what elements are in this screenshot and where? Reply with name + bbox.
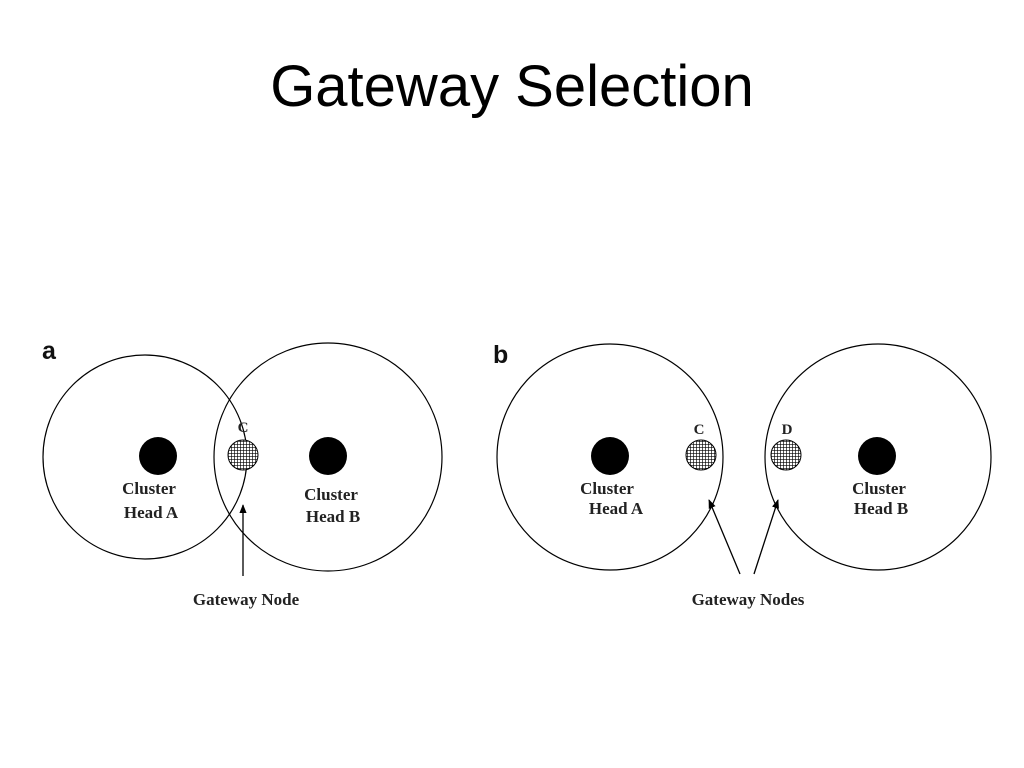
cluster-head-b-node bbox=[309, 437, 347, 475]
panel-a: a C Cluster Head A Cluster Head B Gatewa… bbox=[42, 337, 443, 609]
gateway-c-letter: C bbox=[238, 420, 249, 436]
gateway-c-arrow bbox=[708, 499, 741, 575]
gateway-c-letter-b: C bbox=[694, 422, 705, 438]
cluster-head-b-line-1: Cluster bbox=[304, 485, 358, 504]
cluster-a-range-circle-b bbox=[496, 343, 724, 571]
cluster-head-a-node-b bbox=[591, 437, 629, 475]
cluster-head-b-line-1-b: Cluster bbox=[852, 479, 906, 498]
cluster-head-a-line-2-b: Head A bbox=[589, 499, 644, 518]
cluster-head-a-label-b: Cluster Head A bbox=[580, 479, 644, 518]
panel-b-label: b bbox=[493, 341, 508, 369]
gateway-node-d-b bbox=[770, 439, 802, 471]
gateway-node-caption: Gateway Node bbox=[193, 590, 300, 609]
cluster-head-a-node bbox=[139, 437, 177, 475]
gateway-d-arrow bbox=[753, 499, 779, 575]
cluster-head-b-label-b: Cluster Head B bbox=[852, 479, 910, 518]
panel-a-label: a bbox=[42, 337, 57, 365]
cluster-head-a-line-1-b: Cluster bbox=[580, 479, 634, 498]
cluster-head-a-label: Cluster Head A bbox=[122, 479, 180, 522]
gateway-node-c-b bbox=[685, 439, 717, 471]
cluster-b-range-circle-b bbox=[764, 343, 992, 571]
cluster-head-b-label: Cluster Head B bbox=[304, 485, 362, 526]
slide-title: Gateway Selection bbox=[270, 54, 754, 119]
cluster-head-b-node-b bbox=[858, 437, 896, 475]
cluster-head-b-line-2-b: Head B bbox=[854, 499, 908, 518]
cluster-head-b-line-2: Head B bbox=[306, 507, 360, 526]
cluster-b-range-circle bbox=[213, 342, 443, 572]
panel-b: b C D Cluster Head A Cluster Head B Gate… bbox=[493, 341, 992, 609]
gateway-node-c bbox=[227, 439, 259, 471]
gateway-d-letter-b: D bbox=[782, 422, 793, 438]
cluster-head-a-line-2: Head A bbox=[124, 503, 179, 522]
cluster-head-a-line-1: Cluster bbox=[122, 479, 176, 498]
gateway-nodes-caption: Gateway Nodes bbox=[692, 590, 805, 609]
